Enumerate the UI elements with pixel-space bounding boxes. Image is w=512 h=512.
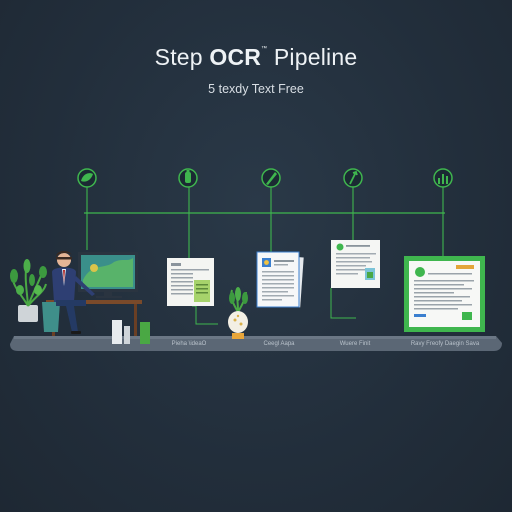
caption-step-1: Pieha \ideaO — [171, 341, 207, 347]
title-prefix: Step — [154, 44, 210, 70]
caption-step-2: Ceegl Aapa — [263, 341, 295, 347]
document-4 — [404, 256, 485, 332]
page-subtitle: 5 texdy Text Free — [208, 82, 304, 96]
center-plant-pot — [228, 287, 248, 339]
bottle-icon — [178, 168, 198, 188]
title-trademark: ™ — [261, 46, 268, 52]
floor-highlight — [14, 336, 496, 339]
bar-chart-icon — [433, 168, 453, 188]
caption-step-3: Wuere Finit — [339, 341, 371, 347]
floor-platform — [10, 336, 502, 351]
connector-doc3 — [330, 288, 356, 319]
title-ocr: OCR — [209, 44, 262, 70]
leaf-icon — [77, 168, 97, 188]
title-suffix: Pipeline — [267, 44, 358, 70]
connector-doc1-plant — [192, 305, 218, 325]
left-potted-plant — [10, 259, 47, 322]
document-3 — [331, 240, 380, 288]
person-at-desk — [42, 251, 150, 344]
upload-icon — [343, 168, 363, 188]
pen-icon — [261, 168, 281, 188]
caption-step-4: Ravy Freofy Daegin Sava — [410, 341, 480, 347]
document-1 — [167, 258, 214, 306]
document-2 — [256, 251, 304, 308]
page-title: Step OCR™ Pipeline — [0, 44, 512, 71]
